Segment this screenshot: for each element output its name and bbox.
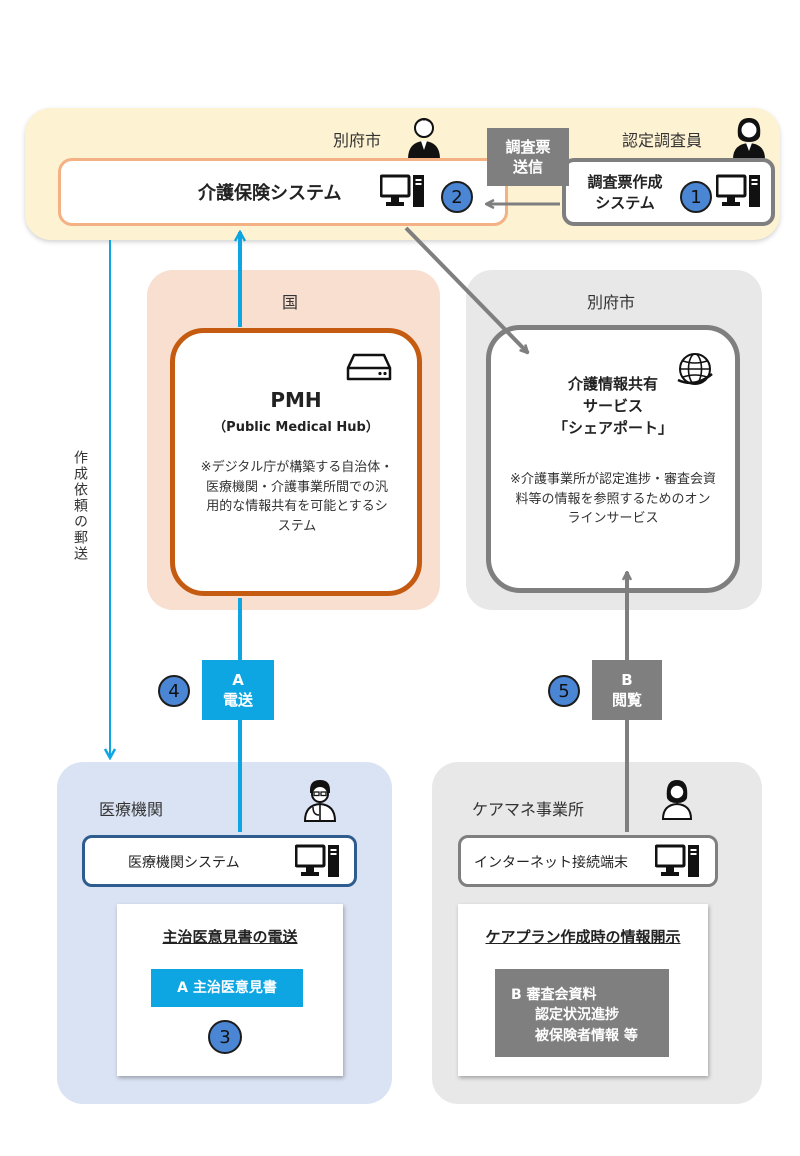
share-line1: 介護情報共有 [567,375,658,393]
survey-system-line1: 調査票作成 [587,173,663,191]
care-item-line3: 被保険者情報 等 [535,1027,638,1044]
send-tag-line1: 調査票 [505,137,551,156]
investigator-label: 認定調査員 [622,131,703,150]
computer-icon [380,174,424,207]
computer-icon [295,844,339,877]
woman-icon [661,780,693,820]
person-icon [408,118,440,159]
send-tag-line2: 送信 [512,158,543,176]
step-3-badge: 3 [208,1020,242,1054]
pmh-note: ※デジタル庁が構築する自治体・医療機関・介護事業所間での汎用的な情報共有を可能と… [200,460,394,534]
tag-b-line2: 閲覧 [611,691,642,709]
medical-opinion-item: A 主治医意見書 [151,969,303,1007]
city-label-top: 別府市 [333,131,382,150]
globe-icon [677,353,713,385]
survey-send-tag: 調査票 送信 [487,128,569,186]
step-5-badge: 5 [548,675,580,707]
national-label: 国 [282,293,299,312]
doctor-icon [303,780,337,822]
survey-system-label: 調査票作成 システム [570,172,680,214]
tag-a-line1: A [232,670,244,689]
pmh-subtitle: （Public Medical Hub） [213,420,379,435]
share-service-title: 介護情報共有 サービス 「シェアポート」 [486,374,740,439]
medical-doc-title: 主治医意見書の電送 [162,928,298,946]
share-feed-arrow [404,226,528,353]
step-2-badge: 2 [441,181,473,213]
medical-system-label: 医療機関システム [128,855,240,871]
server-icon [346,353,392,381]
computer-icon [716,174,760,207]
survey-system-line2: システム [595,194,655,212]
woman-icon [733,118,765,159]
tag-a-transmit: A 電送 [202,660,274,720]
share-line2: サービス [582,396,643,415]
care-label: ケアマネ事業所 [472,800,585,819]
care-item-line1: B 審査会資料 [511,987,597,1003]
tag-b-line1: B [621,670,633,689]
tag-a-line2: 電送 [222,691,253,709]
insurance-system-box [58,158,508,226]
step-4-badge: 4 [158,675,190,707]
care-item-line2: 認定状況進捗 [535,1007,619,1024]
mail-request-label: 作成依頼の郵送 [72,450,88,562]
care-info-item: B 審査会資料 認定状況進捗 被保険者情報 等 [495,969,669,1057]
insurance-system-label: 介護保険システム [198,183,342,204]
pmh-title: PMH [270,388,322,412]
step-1-badge: 1 [680,181,712,213]
computer-icon [655,844,699,877]
terminal-label: インターネット接続端末 [474,855,628,871]
city-label-right: 別府市 [587,293,636,312]
survey-system-box [562,158,775,226]
tag-b-view: B 閲覧 [592,660,662,720]
share-service-note: ※介護事業所が認定進捗・審査会資料等の情報を参照するためのオンラインサービス [510,472,716,526]
medical-label: 医療機関 [99,800,164,819]
care-doc-title: ケアプラン作成時の情報開示 [485,928,681,946]
share-line3: 「シェアポート」 [552,418,673,437]
